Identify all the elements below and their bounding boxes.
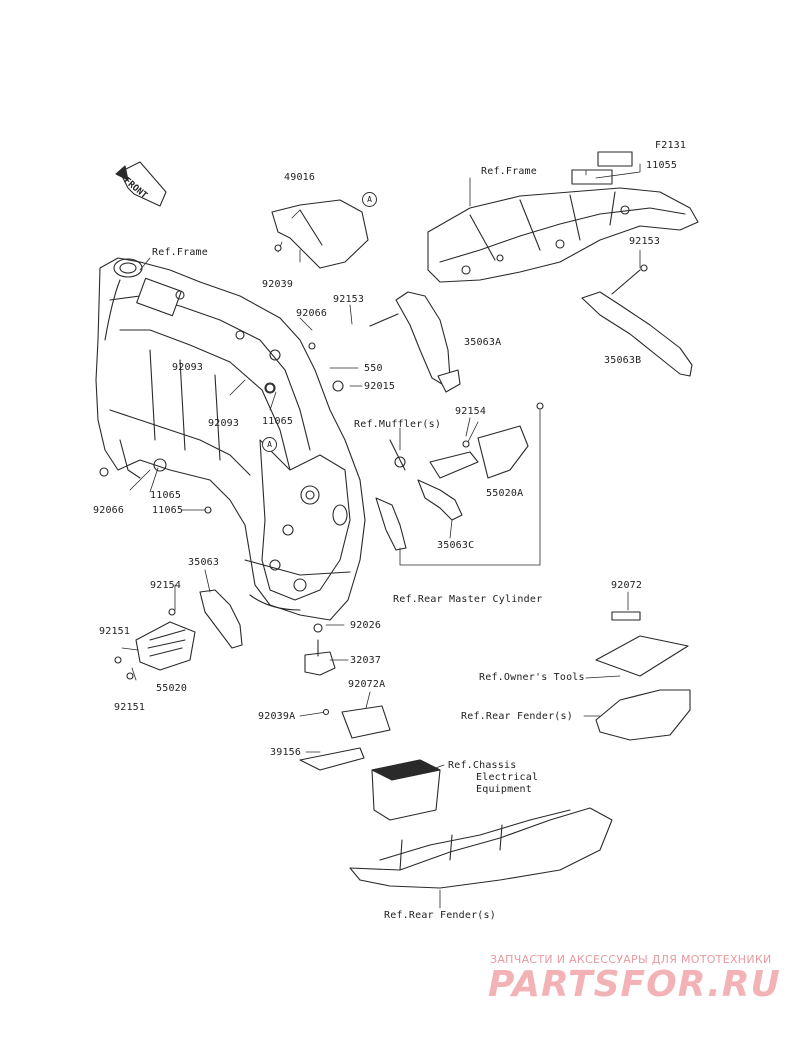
watermark-tagline: ЗАПЧАСТИ И АКСЕССУАРЫ ДЛЯ МОТОТЕХНИКИ bbox=[490, 953, 772, 966]
label-92154-left: 92154 bbox=[150, 580, 182, 591]
main-frame bbox=[95, 257, 366, 621]
battery bbox=[371, 759, 441, 821]
label-ref-rear-fender-right: Ref.Rear Fender(s) bbox=[461, 711, 573, 722]
label-ref-chassis-line2: Electrical bbox=[476, 772, 539, 783]
label-92153-right: 92153 bbox=[629, 236, 661, 247]
label-ref-rear-master-cylinder: Ref.Rear Master Cylinder bbox=[393, 594, 543, 605]
diagram-code: F2131 bbox=[655, 140, 687, 151]
owners-tools bbox=[595, 611, 691, 741]
label-11065-mid: 11065 bbox=[262, 416, 294, 427]
left-footrest-assembly bbox=[135, 589, 243, 671]
part-35063B-bracket bbox=[581, 269, 693, 377]
label-92093-left: 92093 bbox=[172, 362, 204, 373]
label-ref-frame-left: Ref.Frame bbox=[152, 247, 208, 258]
label-92151-top: 92151 bbox=[99, 626, 131, 637]
label-92151-bottom: 92151 bbox=[114, 702, 146, 713]
battery-holder-39156 bbox=[299, 705, 391, 771]
label-92026: 92026 bbox=[350, 620, 382, 631]
front-arrow-icon bbox=[115, 161, 167, 207]
label-ref-mufflers: Ref.Muffler(s) bbox=[354, 419, 442, 430]
right-footrest-assembly bbox=[375, 425, 529, 551]
label-92072A: 92072A bbox=[348, 679, 386, 690]
label-39156: 39156 bbox=[270, 747, 302, 758]
rear-fender bbox=[349, 807, 613, 889]
label-ref-chassis-line3: Equipment bbox=[476, 784, 532, 795]
label-92039A: 92039A bbox=[258, 711, 296, 722]
label-ref-chassis-line1: Ref.Chassis bbox=[448, 760, 517, 771]
watermark-logo: PARTSFOR.RU bbox=[488, 964, 781, 1005]
label-55020: 55020 bbox=[156, 683, 188, 694]
label-92153-left: 92153 bbox=[333, 294, 365, 305]
label-11055: 11055 bbox=[646, 160, 678, 171]
label-35063A: 35063A bbox=[464, 337, 502, 348]
label-92154-right: 92154 bbox=[455, 406, 487, 417]
label-35063B: 35063B bbox=[604, 355, 642, 366]
label-11065-left: 11065 bbox=[150, 490, 182, 501]
label-35063C: 35063C bbox=[437, 540, 475, 551]
label-92066-top: 92066 bbox=[296, 308, 328, 319]
label-92039: 92039 bbox=[262, 279, 294, 290]
label-92015: 92015 bbox=[364, 381, 396, 392]
ref-marker-a-frame: A bbox=[262, 437, 277, 452]
label-35063: 35063 bbox=[188, 557, 220, 568]
ref-marker-a-top: A bbox=[362, 192, 377, 207]
rear-subframe bbox=[427, 151, 699, 283]
fasteners bbox=[99, 244, 648, 716]
label-55020A: 55020A bbox=[486, 488, 524, 499]
label-11065-bottom: 11065 bbox=[152, 505, 184, 516]
label-92072: 92072 bbox=[611, 580, 643, 591]
label-550: 550 bbox=[364, 363, 383, 374]
part-32037-bracket bbox=[304, 639, 336, 676]
label-92093-mid: 92093 bbox=[208, 418, 240, 429]
part-35063A-bracket bbox=[369, 291, 461, 393]
label-49016: 49016 bbox=[284, 172, 316, 183]
part-49016-cover bbox=[271, 199, 369, 269]
label-92066-bottom: 92066 bbox=[93, 505, 125, 516]
label-ref-frame-top: Ref.Frame bbox=[481, 166, 537, 177]
label-ref-rear-fender-bottom: Ref.Rear Fender(s) bbox=[384, 910, 496, 921]
label-ref-owners-tools: Ref.Owner's Tools bbox=[479, 672, 585, 683]
label-32037: 32037 bbox=[350, 655, 382, 666]
